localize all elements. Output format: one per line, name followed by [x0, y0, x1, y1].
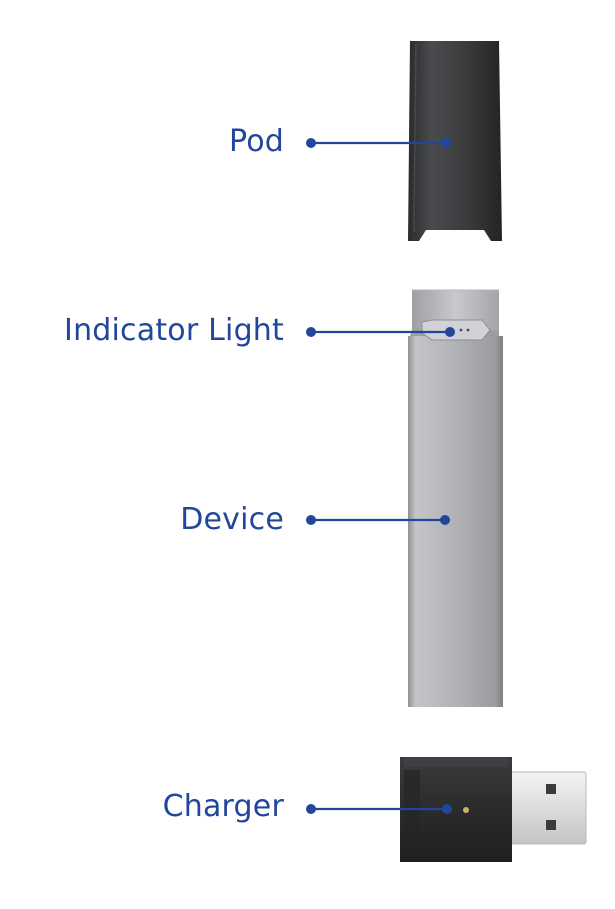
device-illustration	[408, 289, 503, 707]
callout-pod	[306, 138, 451, 148]
device-label: Device	[180, 502, 284, 537]
indicator-light-label: Indicator Light	[64, 313, 284, 348]
charger-led-icon	[463, 807, 469, 813]
charger-illustration	[400, 757, 587, 862]
callout-charger	[306, 804, 452, 814]
pod-label: Pod	[228, 124, 284, 159]
indicator-light-dot-1	[459, 328, 463, 332]
indicator-light-dot-2	[466, 328, 470, 332]
pod-illustration	[408, 41, 502, 241]
callout-device	[306, 515, 450, 525]
callout-indicator-light	[306, 327, 455, 337]
charger-label: Charger	[162, 789, 284, 824]
usb-plug	[507, 771, 587, 845]
